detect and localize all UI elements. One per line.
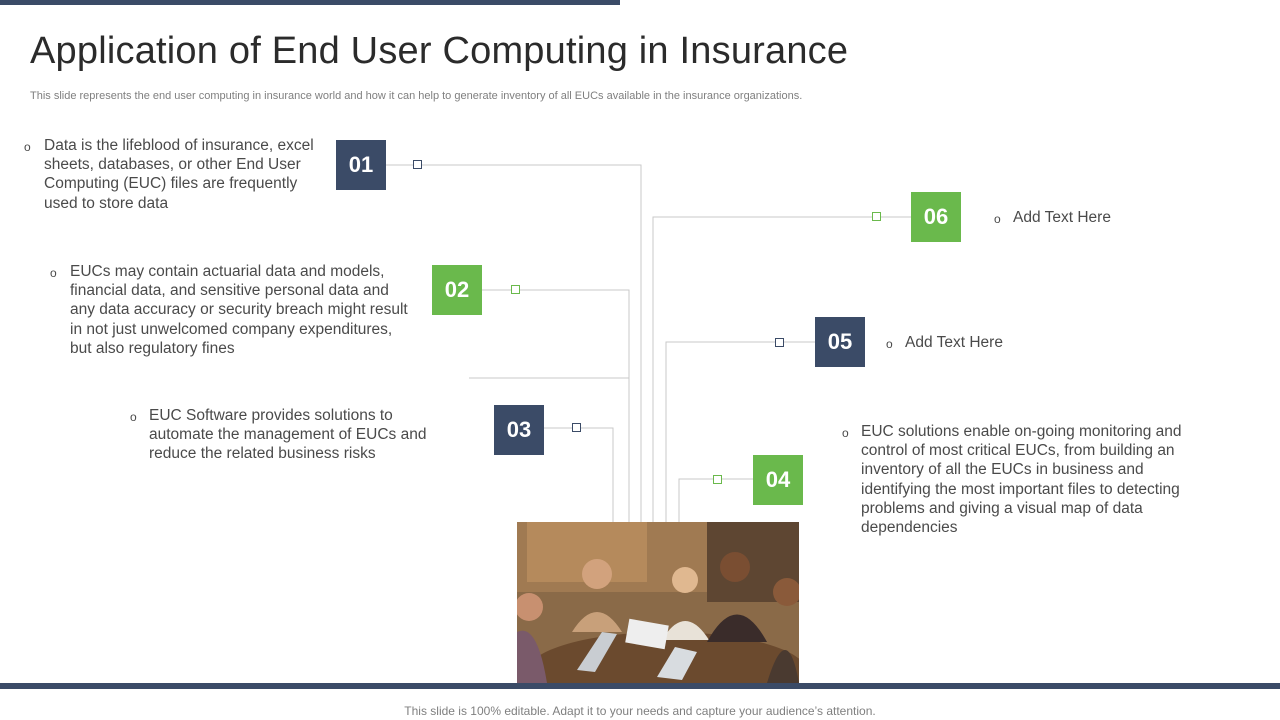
connector-node-03 (572, 423, 581, 432)
item-03-text: EUC Software provides solutions to autom… (149, 406, 449, 464)
step-06-badge: 06 (911, 192, 961, 242)
item-05-text: Add Text Here (905, 333, 1105, 352)
bullet-04: o (842, 426, 849, 440)
step-05-badge: 05 (815, 317, 865, 367)
step-03-badge: 03 (494, 405, 544, 455)
connector-node-06 (872, 212, 881, 221)
bullet-06: o (994, 212, 1001, 226)
bottom-accent-bar (0, 683, 1280, 689)
step-04-badge: 04 (753, 455, 803, 505)
item-04-text: EUC solutions enable on-going monitoring… (861, 422, 1206, 537)
bullet-05: o (886, 337, 893, 351)
connector-node-02 (511, 285, 520, 294)
item-06-text: Add Text Here (1013, 208, 1213, 227)
team-meeting-photo (517, 522, 799, 683)
connector-node-01 (413, 160, 422, 169)
connector-node-05 (775, 338, 784, 347)
bullet-03: o (130, 410, 137, 424)
step-01-badge: 01 (336, 140, 386, 190)
item-01-text: Data is the lifeblood of insurance, exce… (44, 136, 324, 213)
connector-node-04 (713, 475, 722, 484)
step-02-badge: 02 (432, 265, 482, 315)
bullet-01: o (24, 140, 31, 154)
bullet-02: o (50, 266, 57, 280)
item-02-text: EUCs may contain actuarial data and mode… (70, 262, 410, 358)
slide-footer: This slide is 100% editable. Adapt it to… (0, 704, 1280, 718)
